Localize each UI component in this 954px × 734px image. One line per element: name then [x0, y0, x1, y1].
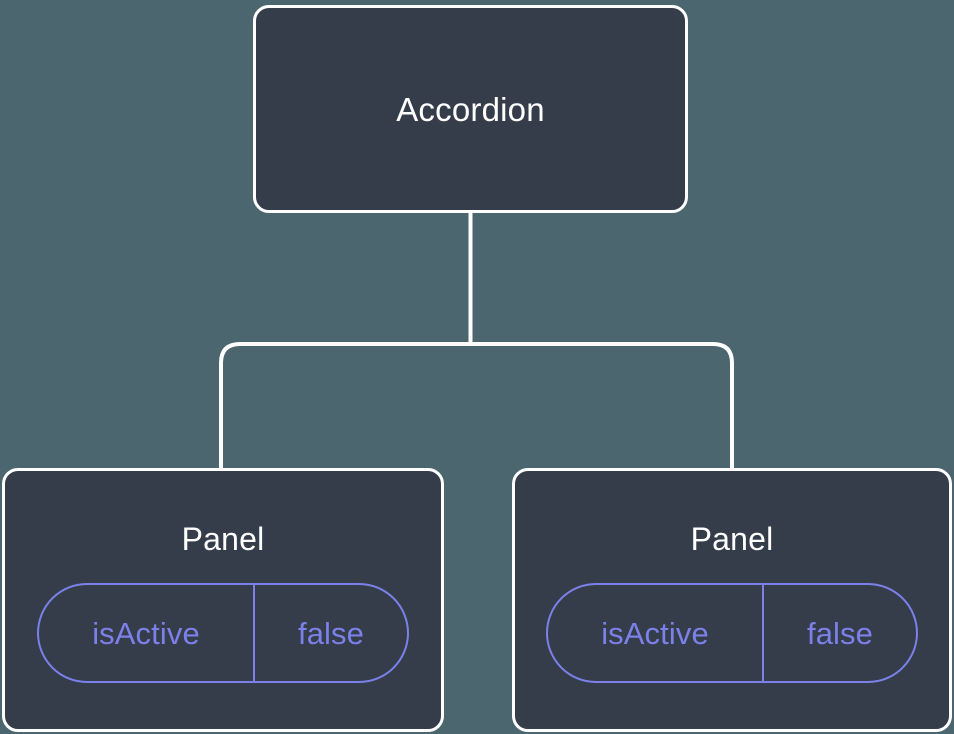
state-key-panel-2: isActive [548, 585, 764, 681]
node-accordion-label: Accordion [396, 90, 545, 128]
state-badge-panel-1[interactable]: isActive false [37, 583, 409, 683]
edge-root-to-panel-2 [470, 342, 734, 470]
state-key-panel-1: isActive [39, 585, 255, 681]
state-badge-panel-2[interactable]: isActive false [546, 583, 918, 683]
node-panel-2[interactable]: Panel isActive false [512, 468, 952, 732]
state-value-panel-1: false [298, 615, 364, 651]
state-value-panel-2: false [807, 615, 873, 651]
node-panel-1-label: Panel [181, 521, 265, 557]
edge-root-to-panel-1 [219, 342, 471, 470]
node-accordion[interactable]: Accordion [253, 5, 688, 213]
node-panel-1[interactable]: Panel isActive false [2, 468, 444, 732]
node-panel-2-label: Panel [690, 521, 774, 557]
